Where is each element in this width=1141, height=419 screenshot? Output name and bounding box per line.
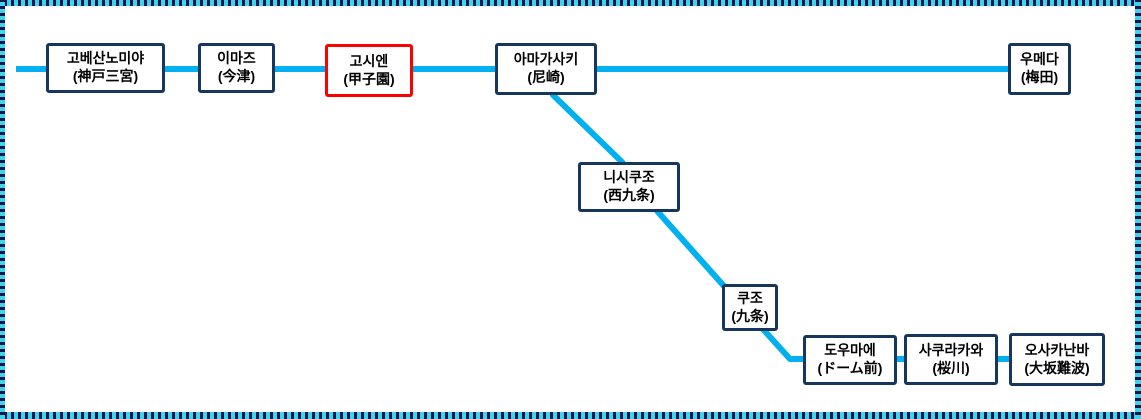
station-name-ja: (大坂難波) — [1024, 359, 1090, 376]
station-name-ko: 고베산노미야 — [66, 50, 145, 67]
station-box-imazu: 이마즈 (今津) — [198, 43, 275, 93]
station-name-ja: (西九条) — [603, 187, 655, 203]
station-box-dome-mae: 도우마에 (ドーム前) — [803, 335, 897, 385]
station-name-ja: (尼崎) — [527, 69, 565, 85]
station-box-umeda: 우메다 (梅田) — [1008, 43, 1071, 95]
station-name-ko: 쿠조 — [737, 289, 763, 306]
station-name-ja: (九条) — [731, 307, 769, 324]
station-name-ja: (甲子園) — [343, 70, 395, 87]
station-box-osaka-namba: 오사카난바 (大坂難波) — [1009, 333, 1105, 386]
station-name-ja: (桜川) — [932, 359, 970, 376]
station-box-nishikujo: 니시쿠조 (西九条) — [578, 162, 680, 212]
station-box-amagasaki: 아마가사키 (尼崎) — [495, 43, 597, 95]
station-box-kujo: 쿠조 (九条) — [722, 284, 778, 331]
station-name-ja: (神戸三宮) — [72, 68, 139, 84]
station-name-ko: 니시쿠조 — [603, 169, 655, 186]
station-name-ja: (梅田) — [1020, 69, 1059, 85]
station-name-ko: 고시엔 — [349, 52, 389, 69]
frame-border-bottom — [0, 412, 1141, 419]
frame-border-right — [1135, 0, 1141, 419]
station-box-kobe-sannomiya: 고베산노미야 (神戸三宮) — [46, 43, 165, 93]
station-name-ko: 도우마에 — [824, 342, 876, 359]
station-name-ko: 오사카난바 — [1024, 341, 1090, 358]
station-name-ko: 아마가사키 — [513, 51, 579, 68]
branch-line — [545, 79, 1057, 362]
station-box-sakurakawa: 사쿠라카와 (桜川) — [904, 334, 998, 385]
station-name-ko: 우메다 — [1020, 51, 1059, 68]
frame-border-top — [0, 0, 1141, 6]
station-box-koshien-highlighted: 고시엔 (甲子園) — [325, 44, 413, 97]
station-name-ja: (今津) — [217, 68, 256, 84]
frame-border-left — [0, 0, 5, 419]
station-name-ja: (ドーム前) — [817, 360, 883, 376]
station-name-ko: 사쿠라카와 — [918, 341, 984, 358]
station-name-ko: 이마즈 — [217, 50, 256, 67]
